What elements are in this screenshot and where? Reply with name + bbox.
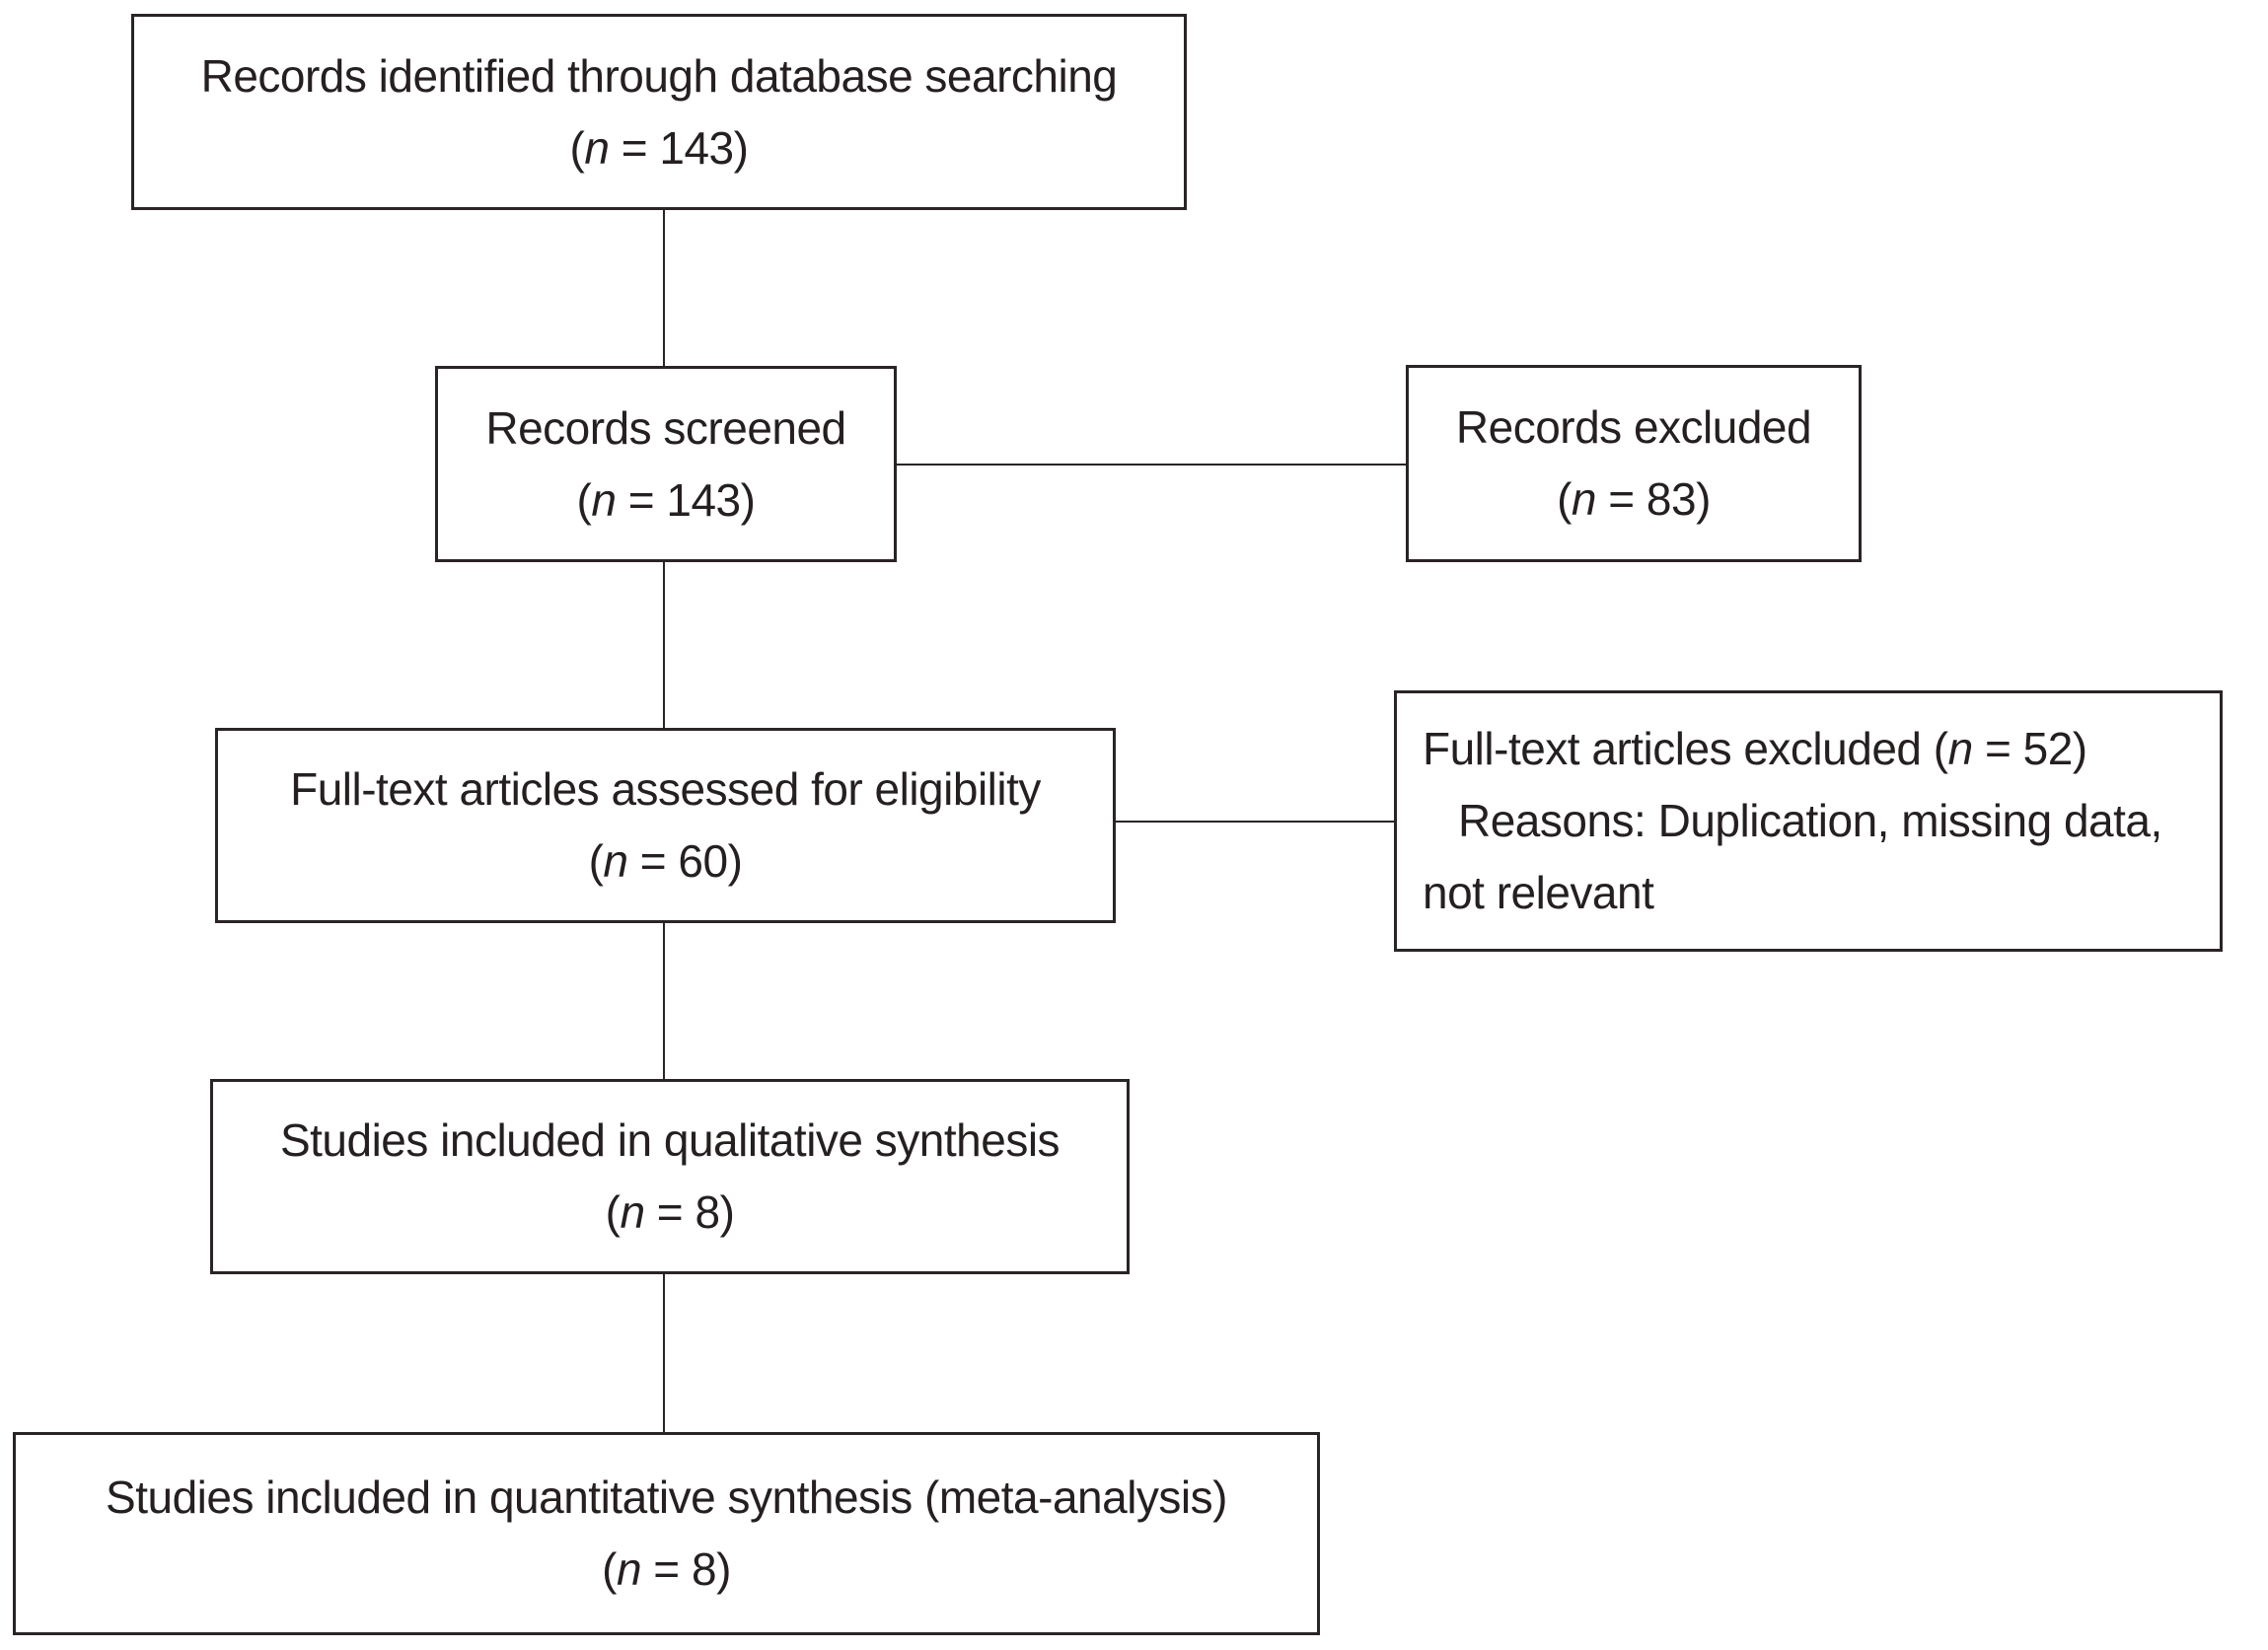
paren-close: ) — [1696, 473, 1711, 525]
paren-close: ) — [716, 1543, 731, 1595]
n-symbol: n — [591, 473, 617, 526]
box-count: (n = 143) — [577, 465, 756, 537]
equals-sign: = — [644, 1186, 695, 1238]
box-fulltext-excluded: Full-text articles excluded (n = 52) Rea… — [1394, 690, 2223, 952]
box-count: (n = 60) — [589, 825, 743, 897]
n-value: = 52) — [1972, 723, 2087, 774]
equals-sign: = — [609, 121, 660, 174]
box-label: Studies included in qualitative synthesi… — [279, 1114, 1061, 1166]
paren-open: ( — [576, 473, 592, 526]
box-count: (n = 8) — [606, 1177, 735, 1249]
n-value: 8 — [691, 1543, 717, 1595]
n-symbol: n — [616, 1543, 642, 1595]
box-records-identified: Records identified through database sear… — [131, 14, 1187, 210]
paren-open: ( — [605, 1186, 621, 1238]
box-count: (n = 8) — [602, 1534, 731, 1606]
box-label-line3: not relevant — [1423, 867, 1654, 918]
connector-screened-to-eligibility — [663, 562, 665, 728]
connector-screened-to-excluded — [897, 464, 1406, 466]
equals-sign: = — [627, 835, 679, 887]
connector-qualitative-to-quantitative — [663, 1274, 665, 1432]
paren-open: ( — [602, 1543, 617, 1595]
box-label: Full-text articles assessed for eligibil… — [290, 763, 1041, 815]
box-records-excluded: Records excluded (n = 83) — [1406, 365, 1862, 562]
n-value: 60 — [678, 835, 728, 887]
box-fulltext-assessed: Full-text articles assessed for eligibil… — [215, 728, 1116, 923]
box-label: Records excluded — [1455, 401, 1812, 453]
connector-eligibility-to-qualitative — [663, 923, 665, 1079]
paren-close: ) — [719, 1186, 735, 1238]
n-value: 83 — [1646, 473, 1697, 525]
box-qualitative-synthesis: Studies included in qualitative synthesi… — [210, 1079, 1130, 1274]
connector-identification-to-screened — [663, 210, 665, 366]
box-label: Records screened — [485, 401, 846, 454]
n-symbol: n — [620, 1186, 645, 1238]
n-symbol: n — [1947, 723, 1974, 774]
paren-open: ( — [569, 121, 585, 174]
n-symbol: n — [1571, 473, 1597, 525]
connector-eligibility-to-excluded — [1116, 821, 1394, 823]
equals-sign: = — [1595, 473, 1646, 525]
paren-close: ) — [740, 473, 756, 526]
box-label-line1: Full-text articles excluded (n = 52) — [1423, 713, 2087, 785]
equals-sign: = — [616, 473, 667, 526]
box-label: Records identified through database sear… — [200, 49, 1118, 102]
n-symbol: n — [584, 121, 610, 174]
n-value: 143 — [659, 121, 734, 174]
paren-open: ( — [588, 835, 604, 887]
box-records-screened: Records screened (n = 143) — [435, 366, 897, 562]
box-count: (n = 143) — [570, 112, 749, 184]
n-value: 8 — [695, 1186, 720, 1238]
paren-open: ( — [1557, 473, 1572, 525]
n-symbol: n — [603, 835, 628, 887]
box-quantitative-synthesis: Studies included in quantitative synthes… — [13, 1432, 1320, 1635]
n-value: 143 — [666, 473, 741, 526]
box-label: Studies included in quantitative synthes… — [106, 1471, 1227, 1523]
equals-sign: = — [641, 1543, 692, 1595]
label-text: Full-text articles excluded ( — [1423, 723, 1948, 774]
box-count: (n = 83) — [1557, 464, 1711, 536]
box-label-line2: Reasons: Duplication, missing data, — [1458, 795, 2162, 846]
paren-close: ) — [733, 121, 749, 174]
paren-close: ) — [727, 835, 743, 887]
